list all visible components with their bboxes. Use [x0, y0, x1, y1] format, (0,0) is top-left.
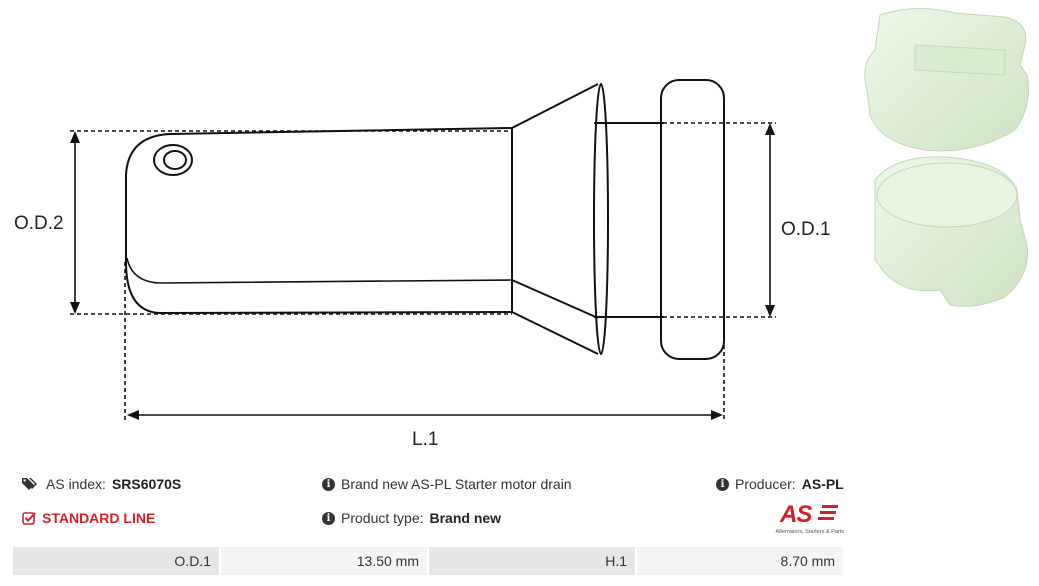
spec-value-od1: 13.50 mm — [219, 545, 429, 577]
table-row: O.D.1 13.50 mm H.1 8.70 mm — [11, 545, 845, 577]
as-index: AS index: SRS6070S — [22, 476, 181, 492]
od2-arrow-up — [70, 131, 80, 143]
drawing-hole-inner — [163, 150, 187, 170]
od2-label: O.D.2 — [14, 213, 64, 234]
drawing-flange — [660, 79, 725, 360]
spec-label-od1: O.D.1 — [11, 545, 221, 577]
product-photo — [864, 7, 1029, 307]
info-icon: i — [716, 477, 729, 491]
as-index-value: SRS6070S — [111, 476, 182, 492]
check-square-icon — [22, 511, 36, 525]
technical-drawing: O.D.2 O.D.1 L.1 — [14, 79, 831, 450]
spec-table: O.D.1 13.50 mm H.1 8.70 mm — [11, 545, 845, 577]
drawing-hole-outer — [153, 144, 193, 176]
od1-label: O.D.1 — [781, 219, 831, 240]
info-icon: i — [322, 511, 335, 525]
photo-part-top-slot — [914, 44, 1006, 76]
photo-part-bottom-top — [876, 162, 1018, 228]
as-index-label: AS index: — [46, 476, 106, 492]
drawing-neck — [594, 122, 664, 318]
tags-icon — [22, 477, 40, 491]
l1-arrow-right — [711, 410, 723, 420]
description: i Brand new AS-PL Starter motor drain — [322, 476, 572, 492]
producer-value: AS-PL — [801, 476, 844, 492]
standard-line-label: STANDARD LINE — [42, 510, 156, 526]
od1-arrow-down — [765, 305, 775, 317]
description-text: Brand new AS-PL Starter motor drain — [341, 476, 572, 492]
standard-line: STANDARD LINE — [22, 510, 155, 526]
spec-label-h1: H.1 — [427, 545, 637, 577]
as-pl-logo: AS Alternators, Starters & Parts — [776, 501, 845, 535]
logo-tagline: Alternators, Starters & Parts — [776, 529, 845, 535]
l1-arrow-left — [127, 410, 139, 420]
logo-stripe — [818, 517, 834, 520]
spec-value-h1: 8.70 mm — [635, 545, 845, 577]
l1-label: L.1 — [412, 429, 438, 450]
drawing-cone — [511, 83, 599, 355]
photo-part-top — [864, 7, 1029, 152]
product-type-value: Brand new — [429, 510, 502, 526]
logo-stripe — [822, 505, 838, 508]
od1-arrow-up — [765, 123, 775, 135]
logo-stripe — [820, 511, 836, 514]
logo-mark: AS — [779, 501, 812, 528]
od2-arrow-down — [70, 302, 80, 314]
producer: i Producer: AS-PL — [716, 476, 844, 492]
product-type-label: Product type: — [341, 510, 424, 526]
info-icon: i — [322, 477, 335, 491]
producer-label: Producer: — [735, 476, 796, 492]
product-type: i Product type: Brand new — [322, 510, 501, 526]
drawing-tube-bottom-edge — [126, 257, 513, 284]
drawing-tube-body — [125, 127, 513, 315]
drawing-cone-rim — [593, 83, 609, 355]
